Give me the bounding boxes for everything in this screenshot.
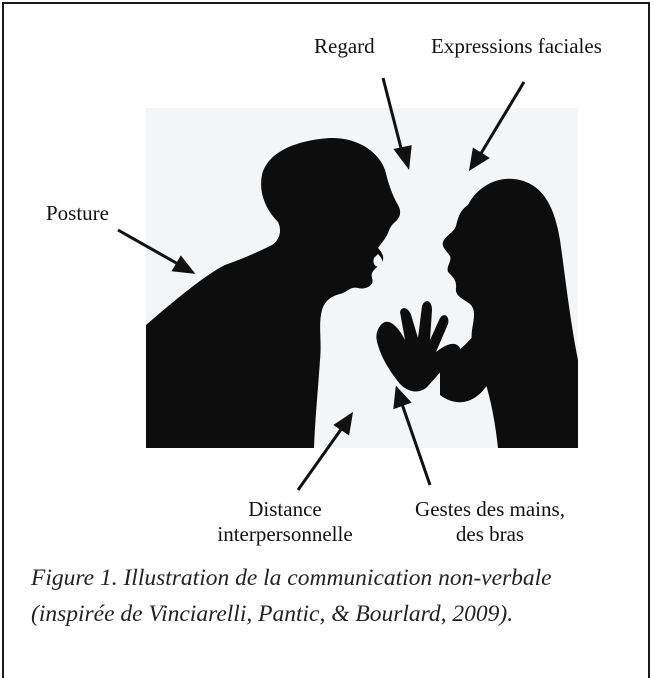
caption-line-1: Figure 1. Illustration de la communicati… [31,565,552,591]
woman-hands [376,301,461,392]
annotation-arrows [117,77,526,491]
arrow-gestes-head [393,385,412,410]
arrow-gestes [400,403,432,486]
arrow-posture-head [171,255,196,274]
figure-caption: Figure 1. Illustration de la communicati… [31,560,631,632]
caption-line-2: (inspirée de Vinciarelli, Pantic, & Bour… [31,601,514,627]
label-gestes: Gestes des mains, des bras [395,497,585,547]
label-expressions-faciales: Expressions faciales [431,34,602,58]
label-distance-interpersonnelle: Distance interpersonnelle [215,497,355,547]
label-distance-line1: Distance [248,497,322,521]
arrow-expressions-head [468,147,490,172]
label-regard: Regard [314,34,375,58]
man-silhouette [146,137,401,448]
label-gestes-line1: Gestes des mains, [415,497,565,521]
man-mouth [373,254,383,267]
label-posture: Posture [46,201,109,225]
label-distance-line2: interpersonnelle [217,522,353,546]
arrow-regard [381,77,404,153]
arrow-distance [296,427,344,491]
woman-silhouette [442,178,578,448]
woman-arm [440,330,490,403]
arrow-expressions [478,81,526,156]
arrow-distance-head [333,411,354,436]
arrow-posture [117,228,179,266]
label-gestes-line2: des bras [455,522,525,546]
arrow-regard-head [393,145,412,170]
